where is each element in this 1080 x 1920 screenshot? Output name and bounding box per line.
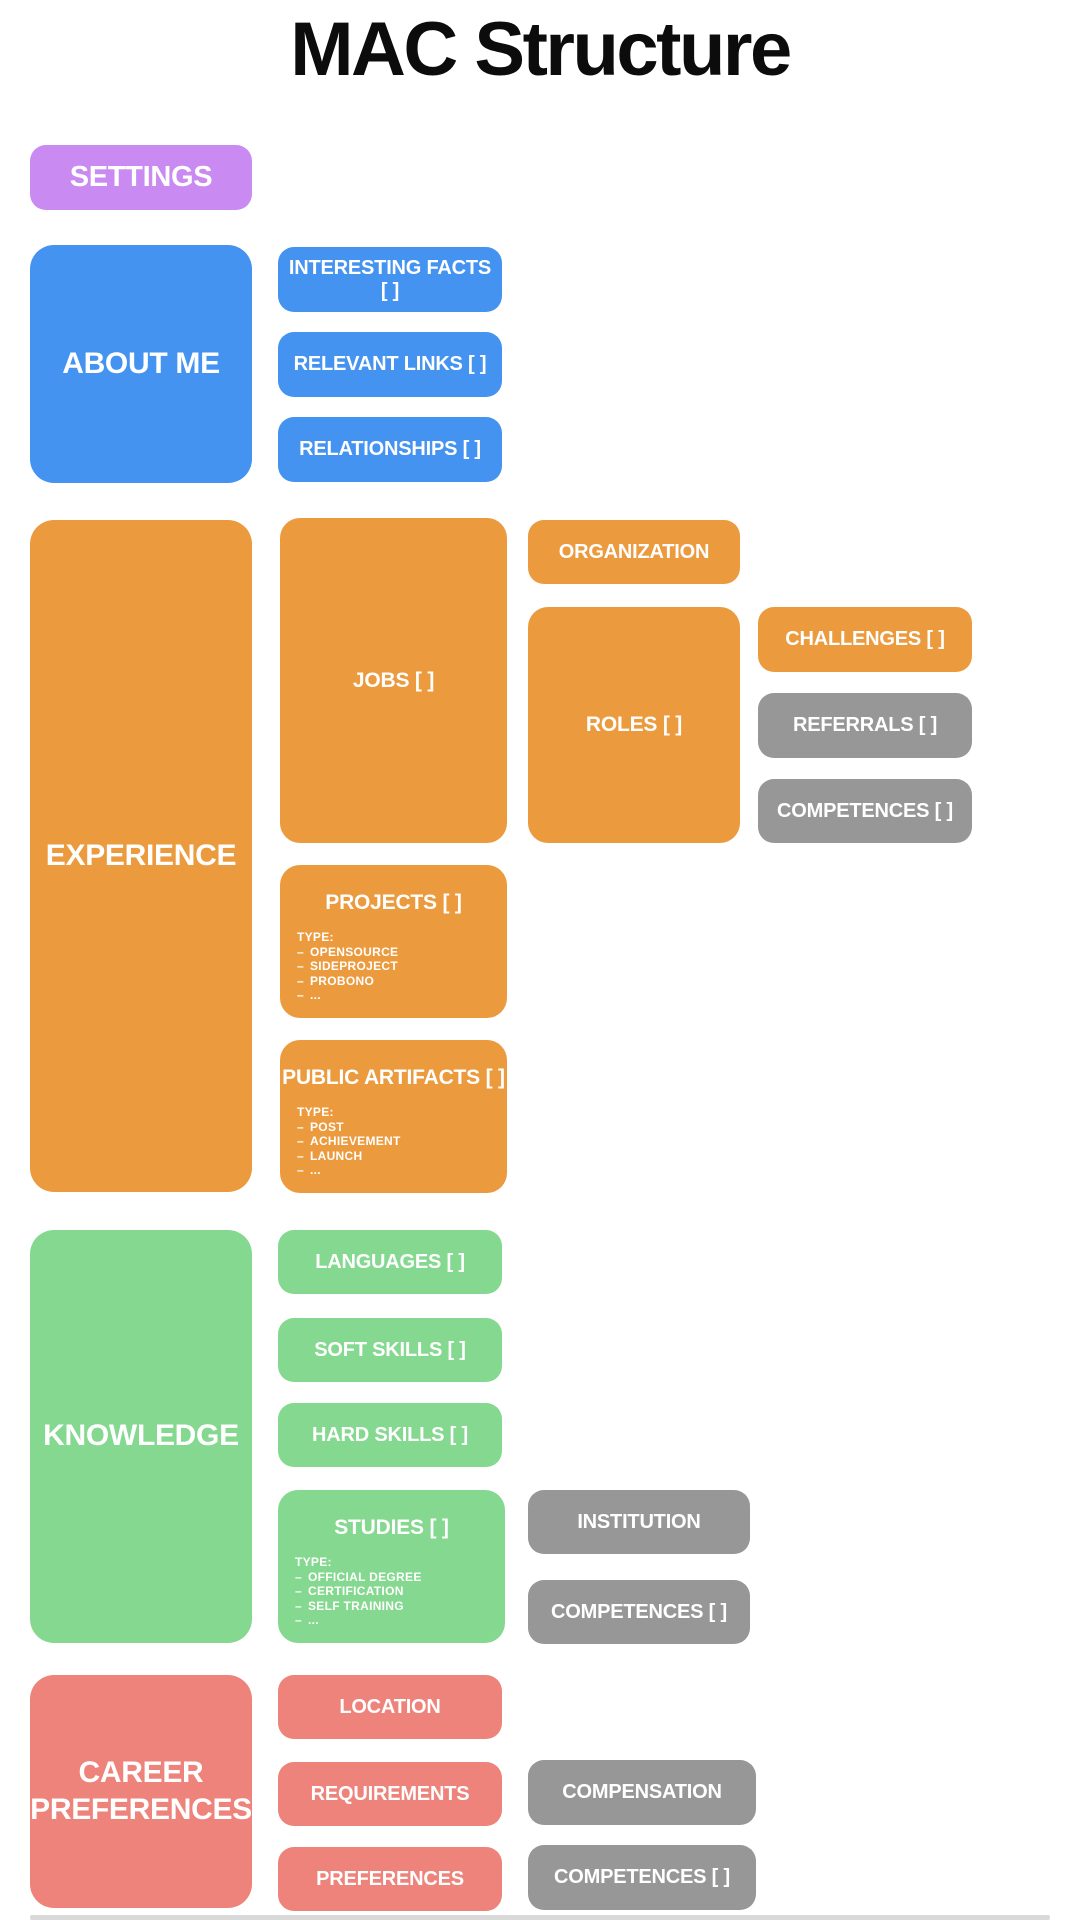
settings-block: SETTINGS <box>30 145 252 210</box>
public-artifacts-title: PUBLIC ARTIFACTS [ ] <box>282 1066 505 1089</box>
roles-block: ROLES [ ] <box>528 607 740 843</box>
interesting-facts-block: INTERESTING FACTS [ ] <box>278 247 502 312</box>
career-competences-block: COMPETENCES [ ] <box>528 1845 756 1910</box>
type-item: –SIDEPROJECT <box>297 959 398 973</box>
studies-block: STUDIES [ ] TYPE: –OFFICIAL DEGREE –CERT… <box>278 1490 505 1643</box>
relationships-block: RELATIONSHIPS [ ] <box>278 417 502 482</box>
type-item: –OPENSOURCE <box>297 944 399 959</box>
soft-skills-label: SOFT SKILLS [ ] <box>314 1338 466 1361</box>
interesting-facts-label: INTERESTING FACTS [ ] <box>288 256 492 302</box>
career-competences-label: COMPETENCES [ ] <box>554 1866 730 1888</box>
institution-block: INSTITUTION <box>528 1490 750 1554</box>
experience-block: EXPERIENCE <box>30 520 252 1192</box>
location-block: LOCATION <box>278 1675 502 1739</box>
hard-skills-label: HARD SKILLS [ ] <box>312 1423 468 1446</box>
organization-label: ORGANIZATION <box>558 540 710 563</box>
type-item: –OFFICIAL DEGREE <box>295 1569 422 1584</box>
requirements-block: REQUIREMENTS <box>278 1762 502 1826</box>
relationships-label: RELATIONSHIPS [ ] <box>299 438 481 460</box>
knowledge-competences-label: COMPETENCES [ ] <box>551 1600 727 1623</box>
type-item: –SELF TRAINING <box>295 1598 404 1613</box>
experience-label: EXPERIENCE <box>45 838 237 872</box>
languages-block: LANGUAGES [ ] <box>278 1230 502 1294</box>
studies-title: STUDIES [ ] <box>334 1516 449 1539</box>
languages-label: LANGUAGES [ ] <box>315 1250 465 1273</box>
institution-label: INSTITUTION <box>577 1510 701 1533</box>
roles-label: ROLES [ ] <box>585 713 683 736</box>
relevant-links-block: RELEVANT LINKS [ ] <box>278 332 502 397</box>
career-preferences-block: CAREER PREFERENCES <box>30 1675 252 1908</box>
type-item: –... <box>297 988 321 1002</box>
public-artifacts-type-list: TYPE: –POST –ACHIEVEMENT –LAUNCH –... <box>280 1105 507 1178</box>
type-item: –CERTIFICATION <box>295 1584 404 1598</box>
location-label: LOCATION <box>339 1695 441 1718</box>
knowledge-block: KNOWLEDGE <box>30 1230 252 1643</box>
jobs-label: JOBS [ ] <box>352 668 435 692</box>
about-me-label: ABOUT ME <box>62 346 220 380</box>
preferences-block: PREFERENCES <box>278 1847 502 1911</box>
type-item: –POST <box>297 1119 344 1134</box>
experience-competences-label: COMPETENCES [ ] <box>777 799 953 822</box>
type-item: –... <box>297 1163 321 1177</box>
type-item: –ACHIEVEMENT <box>297 1134 401 1148</box>
type-item: –PROBONO <box>297 973 375 988</box>
challenges-label: CHALLENGES [ ] <box>785 628 945 650</box>
experience-competences-block: COMPETENCES [ ] <box>758 779 972 843</box>
preferences-label: PREFERENCES <box>316 1867 464 1890</box>
organization-block: ORGANIZATION <box>528 520 740 584</box>
compensation-label: COMPENSATION <box>562 1781 722 1803</box>
jobs-block: JOBS [ ] <box>280 518 507 843</box>
studies-type-list: TYPE: –OFFICIAL DEGREE –CERTIFICATION –S… <box>278 1555 505 1628</box>
referrals-block: REFERRALS [ ] <box>758 693 972 758</box>
challenges-block: CHALLENGES [ ] <box>758 607 972 672</box>
type-item: –... <box>295 1613 319 1627</box>
page-title: MAC Structure <box>290 7 792 92</box>
about-me-block: ABOUT ME <box>30 245 252 483</box>
public-artifacts-block: PUBLIC ARTIFACTS [ ] TYPE: –POST –ACHIEV… <box>280 1040 507 1193</box>
knowledge-label: KNOWLEDGE <box>43 1419 239 1453</box>
type-item: –LAUNCH <box>297 1148 363 1163</box>
compensation-block: COMPENSATION <box>528 1760 756 1825</box>
referrals-label: REFERRALS [ ] <box>792 714 938 736</box>
projects-type-list: TYPE: –OPENSOURCE –SIDEPROJECT –PROBONO … <box>280 930 507 1003</box>
projects-title: PROJECTS [ ] <box>325 891 462 914</box>
requirements-label: REQUIREMENTS <box>310 1782 470 1805</box>
hard-skills-block: HARD SKILLS [ ] <box>278 1403 502 1467</box>
projects-block: PROJECTS [ ] TYPE: –OPENSOURCE –SIDEPROJ… <box>280 865 507 1018</box>
relevant-links-label: RELEVANT LINKS [ ] <box>293 353 487 375</box>
bottom-edge-strip <box>30 1915 1050 1920</box>
soft-skills-block: SOFT SKILLS [ ] <box>278 1318 502 1382</box>
knowledge-competences-block: COMPETENCES [ ] <box>528 1580 750 1644</box>
settings-label: SETTINGS <box>69 160 213 193</box>
career-preferences-label: CAREER PREFERENCES <box>30 1755 252 1826</box>
